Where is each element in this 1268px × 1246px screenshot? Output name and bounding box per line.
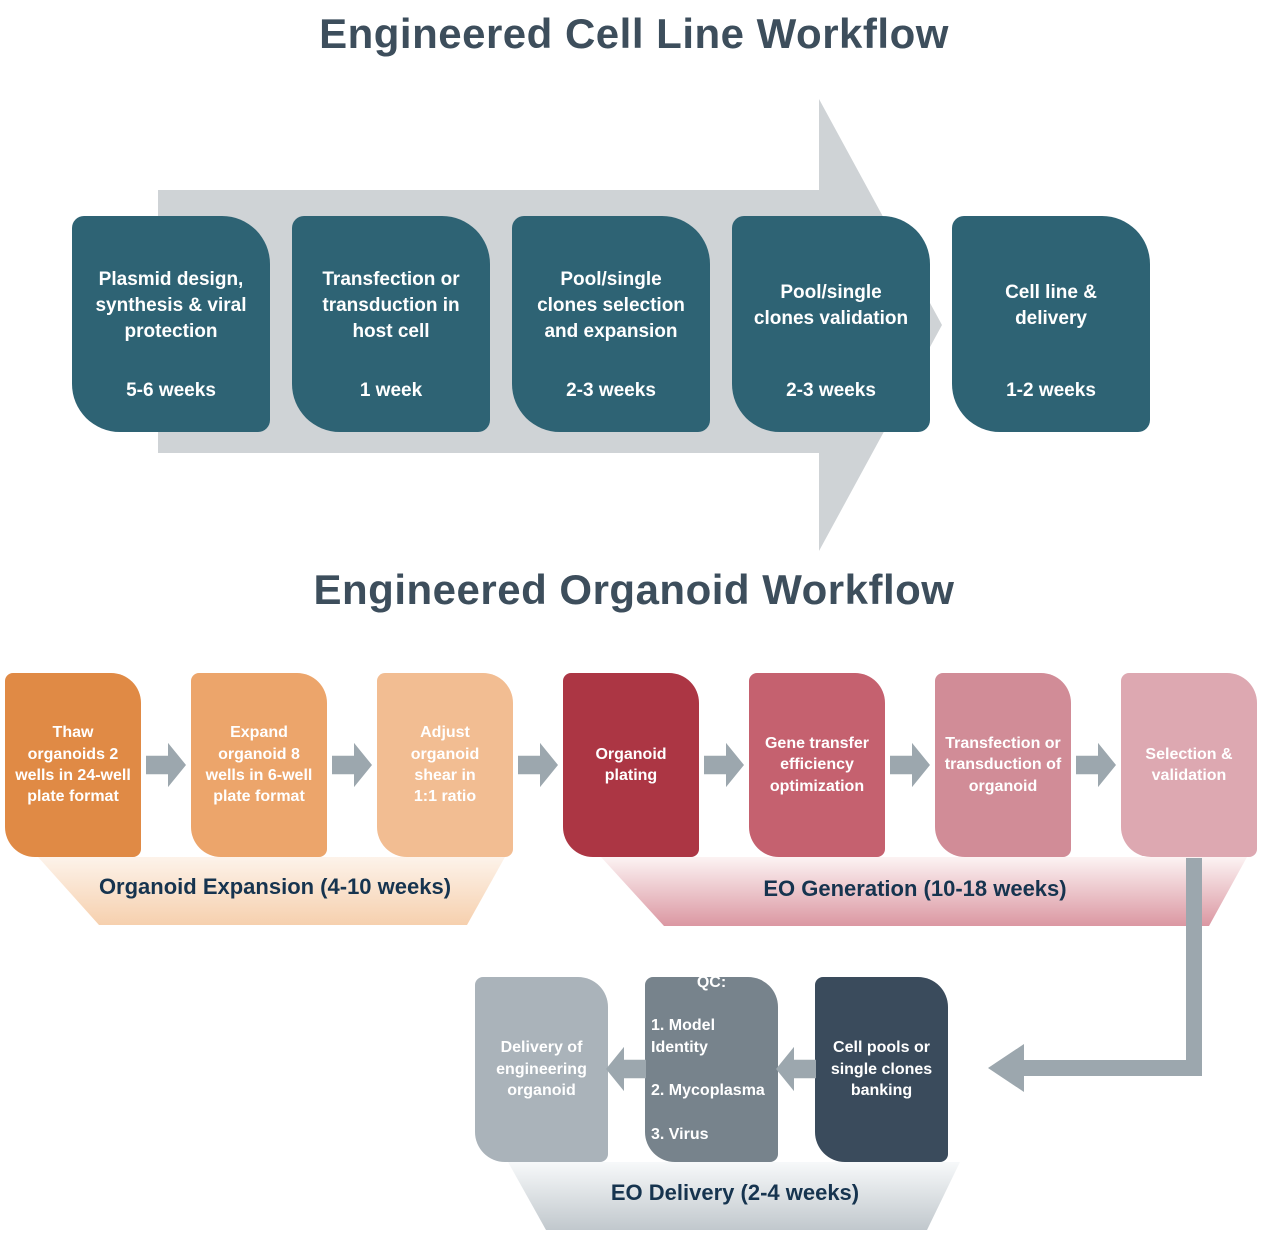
step-clones-validation: Pool/single clones validation 2-3 weeks — [732, 216, 930, 432]
qc-checklist: 1. Model Identity 2. Mycoplasma 3. Virus — [651, 993, 772, 1167]
step-qc: QC: 1. Model Identity 2. Mycoplasma 3. V… — [645, 974, 778, 1162]
qc-item: 3. Virus — [651, 1125, 709, 1143]
connector-arrow-icon — [988, 858, 1202, 1092]
step-duration: 5-6 weeks — [126, 379, 216, 401]
phase-label-eo-delivery: EO Delivery (2-4 weeks) — [610, 1180, 860, 1205]
step-transfection-host-cell: Transfection or transduction in host cel… — [292, 216, 490, 432]
phase-label-organoid-expansion: Organoid Expansion (4-10 weeks) — [98, 874, 452, 899]
step-duration: 2-3 weeks — [786, 379, 876, 401]
step-title: Plasmid design, synthesis & viral protec… — [95, 268, 247, 343]
cell-line-workflow-title: Engineered Cell Line Workflow — [319, 10, 949, 57]
step-expand-organoid: Expand organoid 8 wells in 6-well plate … — [191, 673, 327, 857]
phase-organoid-expansion-trapezoid — [38, 857, 505, 925]
organoid-workflow-title: Engineered Organoid Workflow — [313, 566, 955, 613]
step-duration: 1 week — [359, 379, 423, 401]
step-plasmid-design: Plasmid design, synthesis & viral protec… — [72, 216, 270, 432]
step-gene-transfer-optimization: Gene transfer efficiency optimization — [749, 673, 885, 857]
step-organoid-plating: Organoid plating — [563, 673, 699, 857]
step-duration: 2-3 weeks — [566, 379, 656, 401]
qc-item: 1. Model Identity — [651, 1017, 716, 1056]
step-cell-line-delivery: Cell line & delivery 1-2 weeks — [952, 216, 1150, 432]
step-title: Transfection or transduction in host cel… — [322, 268, 460, 343]
step-title: Pool/single clones selection and expansi… — [537, 268, 685, 343]
phase-eo-delivery-trapezoid — [508, 1162, 960, 1230]
step-thaw-organoids: Thaw organoids 2 wells in 24-well plate … — [5, 673, 141, 857]
step-title: Pool/single clones validation — [753, 281, 909, 329]
qc-item: 2. Mycoplasma — [651, 1082, 765, 1100]
step-transduction-organoid: Transfection or transduction of organoid — [935, 673, 1071, 857]
phase-eo-generation-trapezoid — [601, 857, 1247, 926]
step-delivery-engineering-organoid: Delivery of engineering organoid — [475, 977, 608, 1162]
step-cell-pools-banking: Cell pools or single clones banking — [815, 977, 948, 1162]
step-selection-validation: Selection & validation — [1121, 673, 1257, 857]
step-title: Cell line & delivery — [1005, 281, 1097, 329]
qc-title: QC: — [696, 973, 727, 991]
step-adjust-organoid-shear: Adjust organoid shear in 1:1 ratio — [377, 673, 513, 857]
step-duration: 1-2 weeks — [1006, 379, 1096, 401]
step-clones-selection-expansion: Pool/single clones selection and expansi… — [512, 216, 710, 432]
phase-label-eo-generation: EO Generation (10-18 weeks) — [763, 876, 1067, 901]
